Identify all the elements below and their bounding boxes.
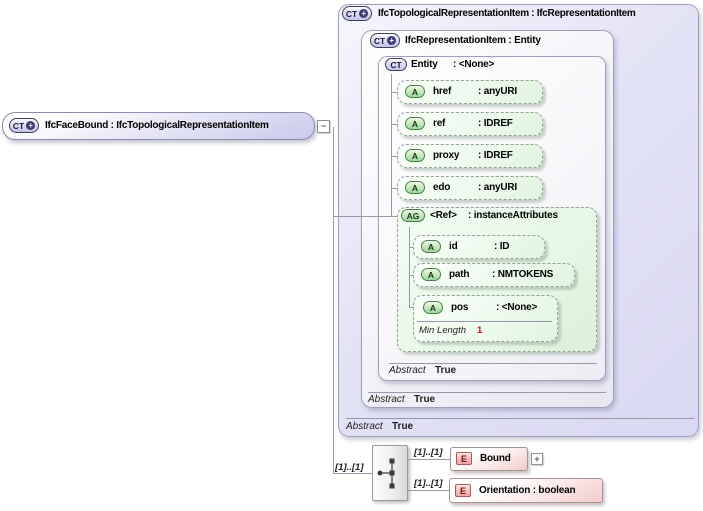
connector-line	[333, 473, 372, 474]
abstract-value: True	[392, 421, 414, 432]
attribute-group-name: <Ref>	[430, 210, 457, 221]
attribute-group-type: : instanceAttributes	[468, 210, 558, 221]
divider	[346, 418, 694, 419]
a-icon-text: A	[411, 86, 419, 97]
attribute-box-proxy[interactable]	[397, 144, 543, 168]
attribute-name: path	[449, 269, 470, 280]
attribute-type: : ID	[494, 241, 510, 252]
connector-line	[408, 490, 449, 491]
attribute-icon: A	[405, 85, 425, 98]
ag-icon-text: AG	[406, 210, 420, 221]
complex-type-icon: CT+	[342, 6, 372, 21]
abstract-label: Abstract	[389, 365, 426, 376]
outer-box-title: IfcTopologicalRepresentationItem : IfcRe…	[378, 8, 636, 19]
ct-icon-text: CT	[12, 120, 25, 131]
occurrence-label: [1]..[1]	[414, 478, 443, 489]
complex-type-box-root[interactable]	[2, 112, 315, 140]
connector-line	[333, 216, 397, 217]
ct-icon-text: CT	[345, 8, 358, 19]
attribute-icon: A	[421, 268, 441, 281]
collapse-button[interactable]: −	[317, 120, 330, 133]
abstract-value: True	[435, 365, 457, 376]
attribute-icon: A	[423, 301, 443, 314]
element-label: Orientation : boolean	[479, 485, 576, 496]
attribute-box-id[interactable]	[413, 235, 545, 259]
a-icon-text: A	[427, 269, 435, 280]
a-icon-text: A	[411, 118, 419, 129]
attribute-type: : anyURI	[478, 86, 517, 97]
e-icon-text: E	[460, 453, 467, 464]
attribute-icon: A	[421, 240, 441, 253]
element-icon: E	[456, 452, 472, 465]
plus-icon: +	[359, 9, 369, 18]
complex-type-icon: CT+	[9, 118, 39, 133]
divider	[389, 363, 597, 364]
plus-icon: +	[26, 121, 36, 130]
attribute-type: : NMTOKENS	[492, 269, 554, 280]
attribute-name: id	[449, 241, 458, 252]
a-icon-text: A	[427, 241, 435, 252]
connector-line	[409, 227, 410, 307]
connector-line	[391, 74, 392, 216]
attribute-name: proxy	[433, 150, 460, 161]
a-icon-text: A	[429, 302, 437, 313]
connector-line	[391, 156, 397, 157]
ct-icon-text: CT	[390, 59, 402, 70]
connector-line	[333, 127, 334, 473]
abstract-value: True	[414, 394, 436, 405]
complex-type-icon: CT+	[370, 33, 400, 48]
divider	[368, 392, 606, 393]
element-box-orientation[interactable]	[449, 478, 603, 503]
attribute-name: pos	[451, 302, 469, 313]
attribute-name: ref	[433, 118, 446, 129]
connector-line	[409, 275, 413, 276]
attribute-group-icon: AG	[401, 209, 425, 222]
connector-line	[391, 124, 397, 125]
attribute-name: href	[433, 86, 452, 97]
expand-button[interactable]: +	[531, 453, 543, 465]
complex-type-icon: CT	[385, 58, 407, 71]
attribute-icon: A	[405, 181, 425, 194]
attribute-type: : anyURI	[478, 182, 517, 193]
root-box-title: IfcFaceBound : IfcTopologicalRepresentat…	[45, 120, 269, 131]
plus-icon: +	[387, 36, 397, 45]
mid-box-title: IfcRepresentationItem : Entity	[405, 35, 541, 46]
occurrence-label: [1]..[1]	[335, 462, 364, 473]
entity-type: : <None>	[453, 59, 495, 70]
attribute-name: edo	[433, 182, 451, 193]
a-icon-text: A	[411, 150, 419, 161]
ct-icon-text: CT	[373, 35, 386, 46]
facet-divider	[417, 321, 552, 322]
a-icon-text: A	[411, 182, 419, 193]
attribute-icon: A	[405, 149, 425, 162]
e-icon-text: E	[459, 485, 466, 496]
abstract-label: Abstract	[346, 421, 383, 432]
attribute-icon: A	[405, 117, 425, 130]
facet-value: 1	[477, 325, 483, 336]
facet-label: Min Length	[419, 325, 467, 336]
entity-name: Entity	[411, 59, 438, 70]
element-label: Bound	[480, 453, 511, 464]
sequence-icon	[377, 458, 395, 489]
connector-line	[408, 459, 450, 460]
occurrence-label: [1]..[1]	[414, 447, 443, 458]
connector-line	[409, 307, 413, 308]
attribute-type: : IDREF	[478, 150, 513, 161]
element-icon: E	[455, 484, 471, 497]
attribute-type: : <None>	[496, 302, 538, 313]
attribute-type: : IDREF	[478, 118, 513, 129]
connector-line	[409, 247, 413, 248]
connector-line	[391, 92, 397, 93]
abstract-label: Abstract	[368, 394, 405, 405]
connector-line	[391, 188, 397, 189]
